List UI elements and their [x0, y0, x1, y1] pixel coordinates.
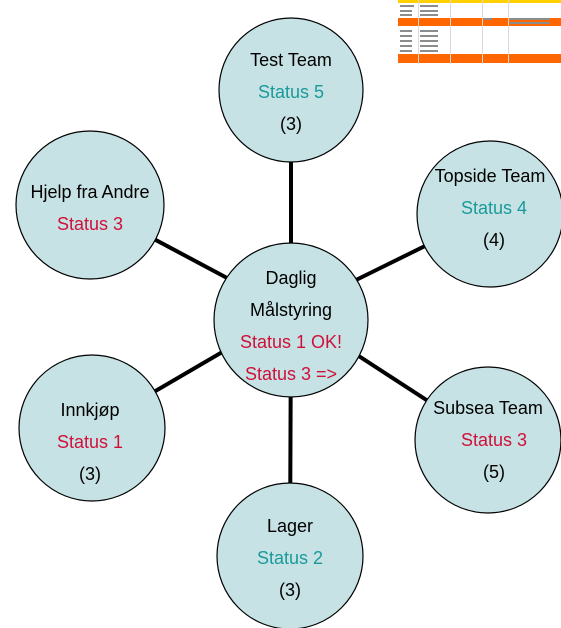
node-innkjop: Innkjøp Status 1 (3): [18, 354, 166, 502]
node-count: (5): [483, 462, 505, 482]
sheet-cell-text: [420, 10, 438, 12]
node-status: Status 2: [257, 548, 323, 568]
sheet-cell-text: [400, 30, 412, 32]
sheet-cell-text: [400, 40, 412, 42]
node-title: Lager: [267, 516, 313, 536]
node-status: Status 4: [461, 198, 527, 218]
node-circle: [15, 130, 165, 280]
node-subsea-team: Subsea Team Status 3 (5): [414, 366, 561, 514]
sheet-cell-text: [400, 35, 412, 37]
node-circle: [218, 17, 364, 163]
node-count: (3): [279, 580, 301, 600]
spreadsheet-thumbnail: [398, 0, 561, 64]
sheet-cell-text: [420, 40, 438, 42]
node-circle: [216, 482, 364, 628]
node-test-team: Test Team Status 5 (3): [218, 17, 364, 163]
center-status-line2: Status 3 =>: [245, 364, 337, 384]
sheet-cell-text: [420, 35, 438, 37]
node-title: Topside Team: [435, 166, 546, 186]
sheet-col-line: [418, 0, 419, 64]
sheet-cell-text: [484, 18, 492, 20]
node-circle: [414, 366, 561, 514]
sheet-row-orange: [398, 54, 561, 63]
node-lager: Lager Status 2 (3): [216, 482, 364, 628]
node-status: Status 3: [57, 214, 123, 234]
center-title-line2: Målstyring: [250, 300, 332, 320]
sheet-cell-text: [400, 10, 412, 12]
node-count: (4): [483, 230, 505, 250]
node-status: Status 5: [258, 82, 324, 102]
sheet-col-line: [508, 0, 509, 64]
sheet-cell-text: [510, 22, 550, 24]
sheet-row-orange: [398, 21, 561, 26]
node-title: Innkjøp: [60, 400, 119, 420]
sheet-cell-text: [420, 30, 438, 32]
node-status: Status 3: [461, 430, 527, 450]
node-count: (3): [79, 464, 101, 484]
sheet-cell-text: [420, 5, 438, 7]
sheet-row-orange: [398, 18, 561, 21]
sheet-col-line: [482, 0, 483, 64]
node-circle: [416, 140, 561, 288]
node-title: Hjelp fra Andre: [30, 182, 149, 202]
node-title: Test Team: [250, 50, 332, 70]
node-topside-team: Topside Team Status 4 (4): [416, 140, 561, 288]
center-title-line1: Daglig: [265, 268, 316, 288]
sheet-cell-text: [400, 5, 414, 7]
sheet-cell-text: [400, 45, 412, 47]
center-status-line1: Status 1 OK!: [240, 332, 342, 352]
node-title: Subsea Team: [433, 398, 543, 418]
node-center-daglig-malstyring: Daglig Målstyring Status 1 OK! Status 3 …: [213, 242, 369, 398]
node-status: Status 1: [57, 432, 123, 452]
node-hjelp-fra-andre: Hjelp fra Andre Status 3: [15, 130, 165, 280]
sheet-row-yellow: [398, 0, 561, 3]
sheet-cell-text: [510, 18, 550, 20]
sheet-cell-text: [420, 14, 438, 16]
sheet-cell-text: [420, 45, 438, 47]
sheet-cell-text: [400, 50, 412, 52]
node-count: (3): [280, 114, 302, 134]
sheet-col-line: [450, 0, 451, 64]
sheet-cell-text: [420, 50, 438, 52]
center-circle: [213, 242, 369, 398]
node-circle: [18, 354, 166, 502]
sheet-cell-text: [400, 14, 412, 16]
